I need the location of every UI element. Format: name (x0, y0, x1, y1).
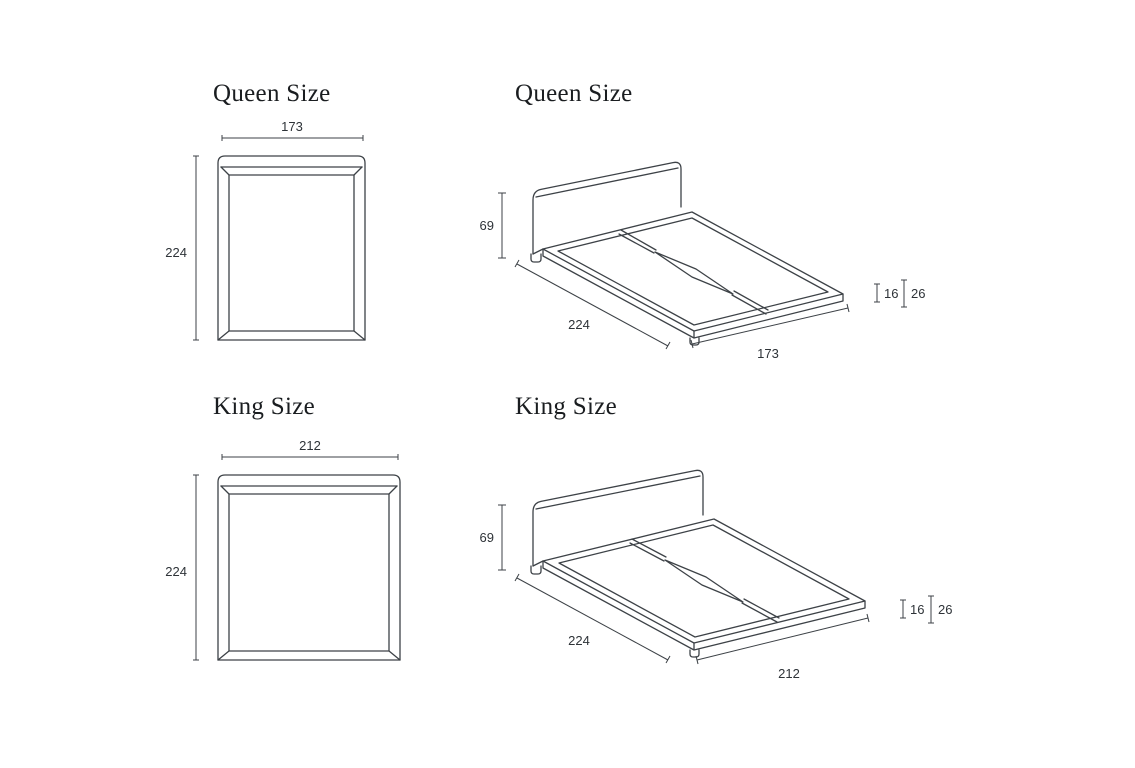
king-iso-total-height-label: 26 (938, 602, 952, 617)
queen-iso-frame-height-dimension: 16 (874, 283, 898, 303)
king-top-view-drawing: 212 224 (165, 438, 401, 661)
king-iso-headboard-height-label: 69 (480, 530, 494, 545)
queen-iso-width-dimension: 173 (690, 303, 850, 361)
queen-iso-depth-dimension: 224 (514, 259, 671, 350)
queen-plan-depth-dimension: 224 (165, 155, 199, 341)
queen-iso-depth-label: 224 (568, 317, 590, 332)
king-iso-frame-height-label: 16 (910, 602, 924, 617)
queen-plan-width-label: 173 (281, 119, 303, 134)
queen-iso-headboard-height-dimension: 69 (480, 192, 506, 259)
king-iso-headboard-height-dimension: 69 (480, 504, 506, 571)
king-iso-width-label: 212 (778, 666, 800, 681)
king-iso-width-dimension: 212 (695, 613, 870, 681)
queen-plan-width-dimension: 173 (221, 119, 364, 141)
king-plan-bed-outline (217, 474, 401, 661)
queen-plan-title: Queen Size (213, 80, 331, 107)
king-iso-depth-label: 224 (568, 633, 590, 648)
king-plan-title: King Size (213, 393, 315, 420)
queen-iso-total-height-dimension: 26 (901, 279, 925, 308)
queen-iso-title: Queen Size (515, 80, 633, 107)
queen-plan-bed-outline (217, 155, 366, 341)
queen-top-view-drawing: 173 224 (165, 119, 366, 341)
king-iso-depth-dimension: 224 (514, 573, 671, 664)
king-iso-total-height-dimension: 26 (928, 595, 952, 624)
king-iso-title: King Size (515, 393, 617, 420)
king-plan-width-label: 212 (299, 438, 321, 453)
queen-iso-width-label: 173 (757, 346, 779, 361)
queen-iso-total-height-label: 26 (911, 286, 925, 301)
king-plan-depth-label: 224 (165, 564, 187, 579)
king-plan-width-dimension: 212 (221, 438, 399, 460)
queen-iso-frame-height-label: 16 (884, 286, 898, 301)
king-perspective-drawing: 69 224 212 16 26 (480, 469, 952, 681)
queen-iso-headboard-height-label: 69 (480, 218, 494, 233)
king-plan-depth-dimension: 224 (165, 474, 199, 661)
king-iso-frame-height-dimension: 16 (900, 599, 924, 619)
queen-plan-depth-label: 224 (165, 245, 187, 260)
queen-iso-bed-outline (530, 161, 844, 346)
queen-perspective-drawing: 69 224 173 16 26 (480, 161, 925, 361)
king-iso-bed-outline (530, 469, 866, 658)
